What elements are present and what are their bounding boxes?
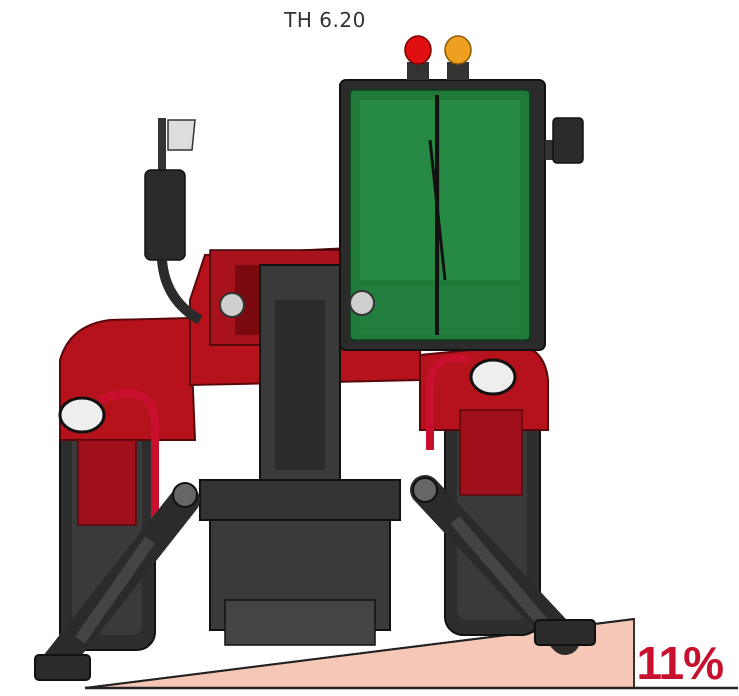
pivot-left <box>219 292 245 318</box>
stabilizer-left <box>34 482 200 681</box>
work-light-left <box>58 389 159 520</box>
model-label: TH 6.20 <box>284 8 366 32</box>
pivot-right <box>349 290 375 316</box>
mirror-right <box>545 117 584 164</box>
work-light-right <box>426 354 517 450</box>
beacon-amber <box>444 35 472 80</box>
mirror-left <box>144 118 203 325</box>
slope-percentage: 11% <box>636 637 724 689</box>
stabilizer-right <box>410 475 596 655</box>
cab <box>339 79 546 351</box>
beacon-red <box>404 35 432 80</box>
central-boom <box>199 264 401 646</box>
